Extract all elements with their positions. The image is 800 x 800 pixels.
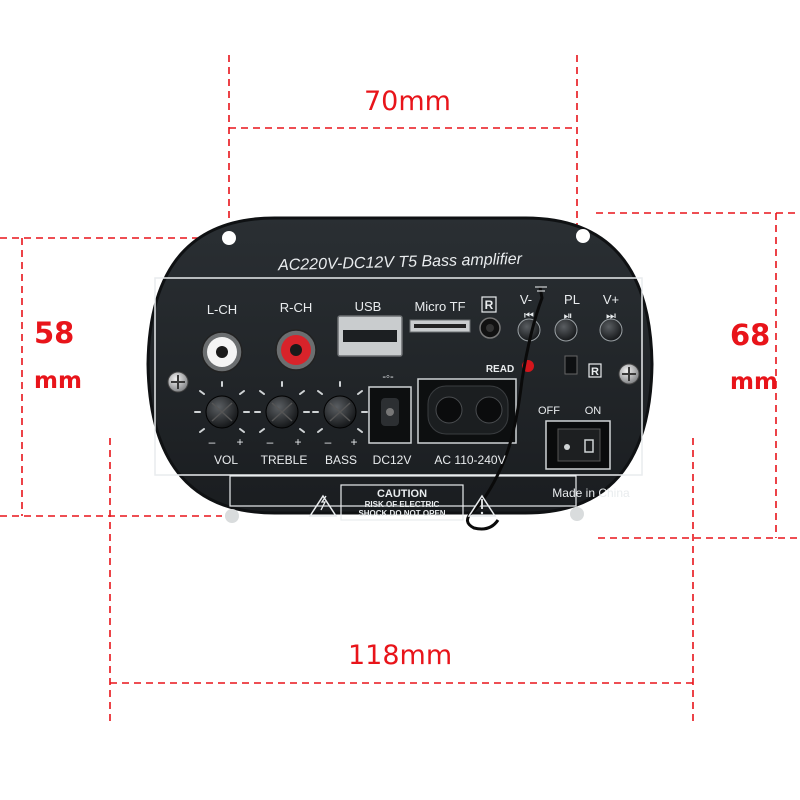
- caution-line-1: RISK OF ELECTRIC: [365, 500, 440, 509]
- vol-plus: +: [236, 435, 243, 449]
- label-usb: USB: [355, 299, 382, 314]
- mounting-hole: [222, 231, 236, 245]
- dimension-lines: [0, 55, 800, 722]
- label-treble: TREBLE: [261, 453, 308, 467]
- dimension-right-height-value: 68: [730, 318, 771, 352]
- treble-plus: +: [294, 435, 301, 449]
- caution-title: CAUTION: [377, 488, 427, 500]
- label-r-mark-2: R: [591, 366, 599, 378]
- label-r-ch: R-CH: [280, 300, 313, 315]
- dimension-left-height-unit: mm: [34, 368, 82, 394]
- dimension-right-height-unit: mm: [730, 369, 778, 395]
- dimension-bottom-width: 118mm: [348, 640, 453, 671]
- treble-minus: –: [267, 435, 274, 449]
- label-switch-off: OFF: [538, 405, 560, 417]
- screw: [167, 371, 189, 393]
- next-button[interactable]: [599, 318, 623, 342]
- status-led: [564, 355, 578, 375]
- power-switch[interactable]: [545, 420, 611, 470]
- ac-socket[interactable]: [417, 378, 517, 444]
- knob-vol[interactable]: [194, 381, 250, 433]
- dimension-left-height-value: 58: [34, 316, 75, 350]
- label-play: PL: [564, 292, 580, 307]
- usb-port[interactable]: [337, 315, 403, 357]
- play-button[interactable]: [554, 318, 578, 342]
- label-l-ch: L-CH: [207, 302, 237, 317]
- ir-receiver: [479, 317, 501, 339]
- prev-icon: ⏮: [524, 310, 534, 322]
- dc-jack[interactable]: [368, 386, 412, 444]
- label-r-mark: R: [485, 298, 494, 312]
- bass-minus: –: [325, 435, 332, 449]
- play-pause-icon: ⏯: [564, 310, 573, 322]
- label-vol-down: V-: [520, 292, 532, 307]
- label-vol: VOL: [214, 453, 238, 467]
- next-icon: ⏭: [606, 310, 616, 322]
- label-dc12v: DC12V: [373, 453, 412, 467]
- made-in-label: Made in China: [552, 486, 630, 500]
- board-title: AC220V-DC12V T5 Bass amplifier: [277, 251, 523, 274]
- warning-triangle-left: [308, 494, 338, 517]
- rca-jack-right[interactable]: [275, 329, 317, 371]
- caution-line-2: SHOCK DO NOT OPEN: [358, 509, 445, 518]
- label-switch-on: ON: [585, 405, 602, 417]
- mounting-hole: [576, 229, 590, 243]
- rca-jack-left[interactable]: [201, 331, 243, 373]
- mounting-hole: [570, 507, 584, 521]
- micro-tf-slot[interactable]: [409, 319, 471, 333]
- warning-triangle-right: [467, 494, 497, 517]
- knob-treble[interactable]: [254, 381, 310, 433]
- label-read: READ: [486, 364, 514, 375]
- bass-plus: +: [350, 435, 357, 449]
- amplifier-board: AC220V-DC12V T5 Bass amplifier L-CH R-CH…: [146, 216, 654, 531]
- dc-polarity-symbol: -◦-: [382, 371, 394, 383]
- label-ac: AC 110-240V: [434, 453, 505, 467]
- vol-minus: –: [209, 435, 216, 449]
- screw: [618, 363, 640, 385]
- mounting-hole: [225, 509, 239, 523]
- label-micro-tf: Micro TF: [414, 299, 465, 314]
- antenna-wire: [466, 286, 547, 531]
- dimension-top-width: 70mm: [364, 86, 451, 117]
- knob-bass[interactable]: [312, 381, 368, 433]
- label-vol-up: V+: [603, 292, 619, 307]
- label-bass: BASS: [325, 453, 357, 467]
